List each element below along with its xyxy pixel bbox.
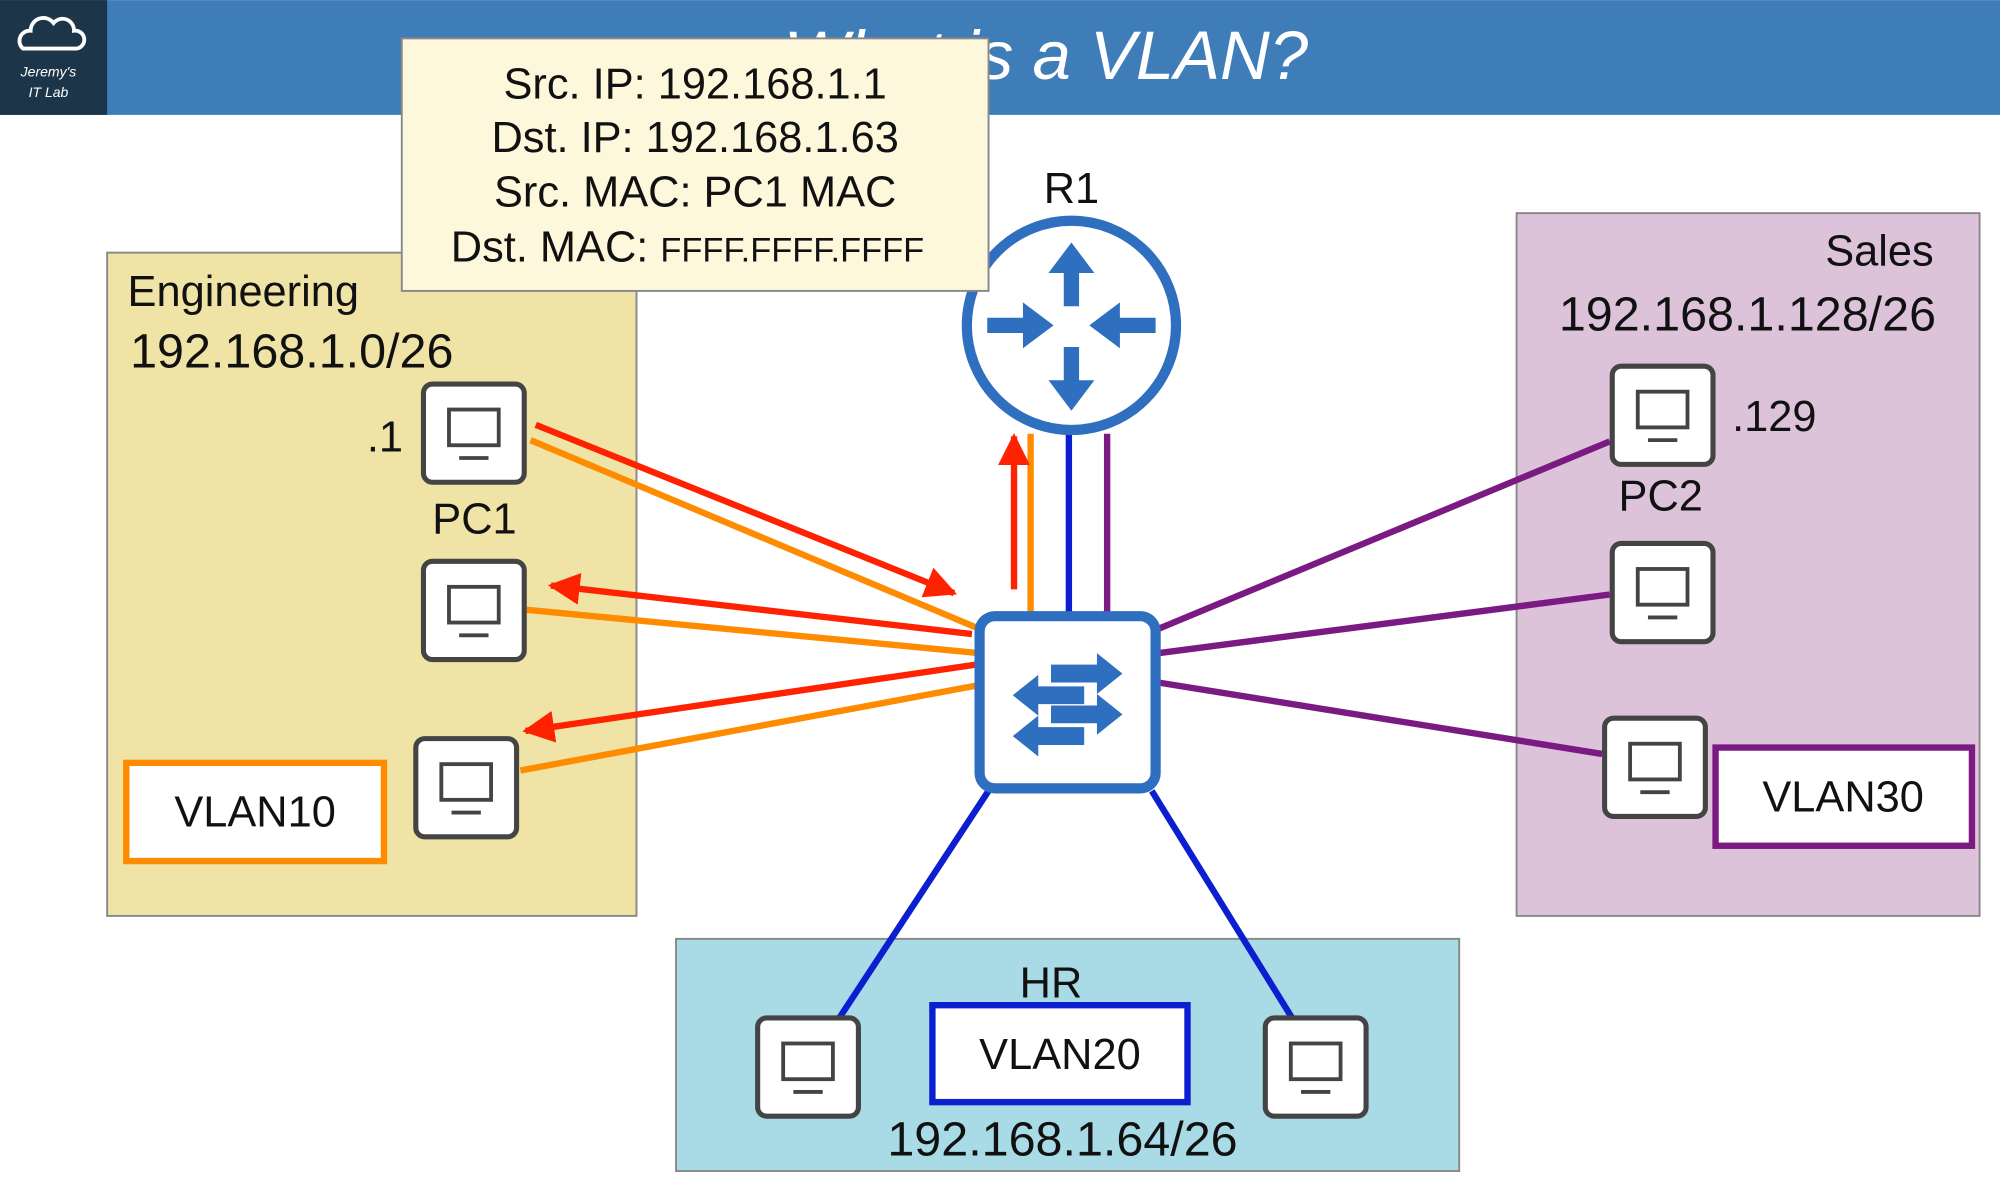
broadcast-arrows xyxy=(522,421,1030,743)
engineering-pc[interactable] xyxy=(416,739,517,837)
vlan20-badge xyxy=(929,1002,1191,1106)
hr-pc[interactable] xyxy=(758,1018,859,1116)
tooltip-dst-mac: Dst. MAC: FFFF.FFFF.FFFF xyxy=(451,224,924,272)
tooltip-dst-ip: Dst. IP: 192.168.1.63 xyxy=(491,114,898,162)
links xyxy=(519,433,1611,1020)
vlan30-label: VLAN30 xyxy=(1762,773,1924,821)
link-hr-pc1-switch xyxy=(836,789,992,1020)
pc2-label: PC2 xyxy=(1619,472,1703,520)
dst-mac-label: Dst. MAC: xyxy=(451,224,661,272)
sales-subnet: 192.168.1.128/26 xyxy=(1559,287,1936,341)
hr-name: HR xyxy=(1020,960,1083,1008)
header-bar xyxy=(0,0,2000,115)
switch-arrows-icon xyxy=(1012,653,1123,757)
engineering-pc[interactable] xyxy=(423,561,524,659)
vlan20-label: VLAN20 xyxy=(979,1031,1141,1079)
link-hr-pc2-switch xyxy=(1149,789,1295,1020)
router-label: R1 xyxy=(1044,165,1099,213)
sales-pc[interactable] xyxy=(1605,718,1706,816)
link-sales-pc3-switch xyxy=(1157,679,1603,758)
router-r1[interactable] xyxy=(961,215,1182,436)
frame-info-tooltip: Src. IP: 192.168.1.1 Dst. IP: 192.168.1.… xyxy=(400,37,990,292)
vlan10-label: VLAN10 xyxy=(174,789,336,837)
pc1[interactable] xyxy=(423,384,524,482)
cloud-logo-icon xyxy=(17,16,87,51)
engineering-subnet: 192.168.1.0/26 xyxy=(130,324,453,378)
switch[interactable] xyxy=(974,611,1161,794)
link-pc2-switch xyxy=(1156,438,1611,632)
pc2[interactable] xyxy=(1612,366,1713,464)
link-pc1-switch xyxy=(529,437,981,632)
link-eng-pc3-switch xyxy=(519,681,981,774)
arrow-left-icon xyxy=(547,572,973,638)
tooltip-src-mac: Src. MAC: PC1 MAC xyxy=(494,169,896,217)
router-arrows-icon xyxy=(987,242,1156,411)
engineering-name: Engineering xyxy=(128,268,359,316)
hr-pc[interactable] xyxy=(1265,1018,1366,1116)
vlan30-badge xyxy=(1712,744,1976,849)
link-sales-pc2-switch xyxy=(1157,591,1611,657)
tooltip-src-ip: Src. IP: 192.168.1.1 xyxy=(504,60,887,108)
vlan10-badge xyxy=(123,759,388,865)
link-eng-pc2-switch xyxy=(526,606,980,657)
pc1-label: PC1 xyxy=(432,495,516,543)
arrow-right-icon xyxy=(534,421,958,598)
logo xyxy=(0,0,108,115)
dst-mac-value: FFFF.FFFF.FFFF xyxy=(660,232,924,270)
sales-name: Sales xyxy=(1825,227,1933,275)
pc1-ip: .1 xyxy=(367,414,403,462)
logo-text-line2: IT Lab xyxy=(29,84,69,100)
sales-pc[interactable] xyxy=(1612,543,1713,641)
pc2-ip: .129 xyxy=(1732,393,1816,441)
arrow-left-icon xyxy=(522,661,977,743)
hr-subnet: 192.168.1.64/26 xyxy=(887,1113,1237,1167)
logo-text-line1: Jeremy's xyxy=(20,64,77,80)
